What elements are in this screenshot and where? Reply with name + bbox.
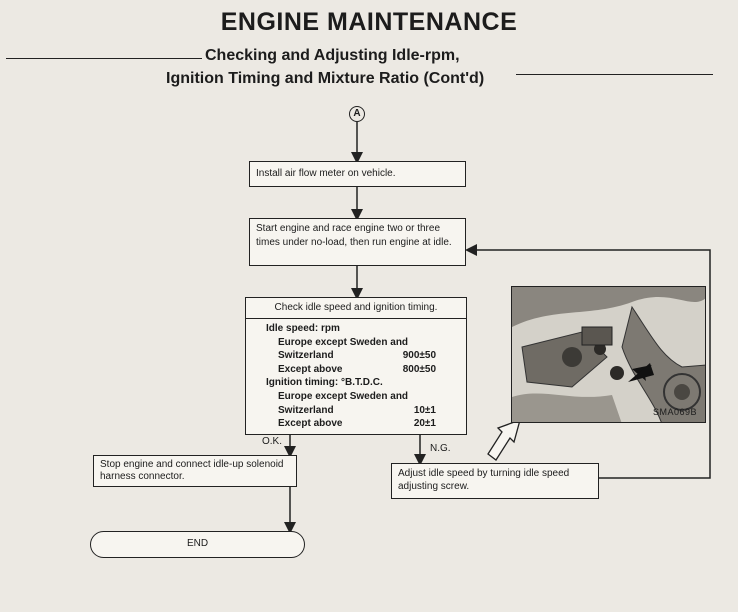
spec-table: Idle speed: rpm Europe except Sweden and… [246,319,466,431]
except-above-idle-value: 800±50 [402,363,436,375]
step-install-air-flow-meter: Install air flow meter on vehicle. [249,161,466,187]
step-text: Adjust idle speed by turning idle speed … [398,468,570,492]
step-text: Stop engine and connect idle-up solenoid… [100,459,284,482]
idle-speed-label: Idle speed: rpm [266,323,340,334]
europe-label: Europe except Sweden and [278,336,409,348]
ignition-timing-label: Ignition timing: °B.T.D.C. [266,377,383,389]
check-header: Check idle speed and ignition timing. [246,298,466,319]
switzerland-label: Switzerland [278,350,334,362]
page-title: ENGINE MAINTENANCE [220,8,518,36]
connector-a: A [349,106,365,122]
europe-label-2: Europe except Sweden and [278,390,409,402]
step-adjust-idle-speed: Adjust idle speed by turning idle speed … [391,463,599,499]
switzerland-label-2: Switzerland [278,404,334,416]
ng-label: N.G. [430,443,451,454]
subtitle-rule-left [6,58,202,59]
subtitle-rule-right [516,74,713,75]
section-subtitle-line2: Ignition Timing and Mixture Ratio (Cont'… [166,70,485,87]
step-text: Install air flow meter on vehicle. [256,168,396,179]
except-above-label-2: Except above [278,418,343,430]
switzerland-timing-value: 10±1 [413,404,436,416]
engine-photo-illustration [512,287,705,422]
except-above-timing-value: 20±1 [413,418,436,430]
ok-label: O.K. [262,436,283,447]
end-terminator: END [90,531,305,558]
step-start-engine: Start engine and race engine two or thre… [249,218,466,266]
loop-back-line [465,244,711,479]
hollow-pointer-arrow [487,418,521,461]
section-subtitle-line1: Checking and Adjusting Idle-rpm, [205,47,460,64]
figure-label: SMA069B [652,407,697,417]
switzerland-idle-value: 900±50 [402,350,436,362]
end-text: END [186,538,209,549]
except-above-label: Except above [278,363,343,375]
step-text: Start engine and race engine two or thre… [256,223,452,248]
step-stop-engine: Stop engine and connect idle-up solenoid… [93,455,297,487]
step-check-idle-speed: Check idle speed and ignition timing. Id… [245,297,467,435]
engine-photo-figure: SMA069B [511,286,706,423]
